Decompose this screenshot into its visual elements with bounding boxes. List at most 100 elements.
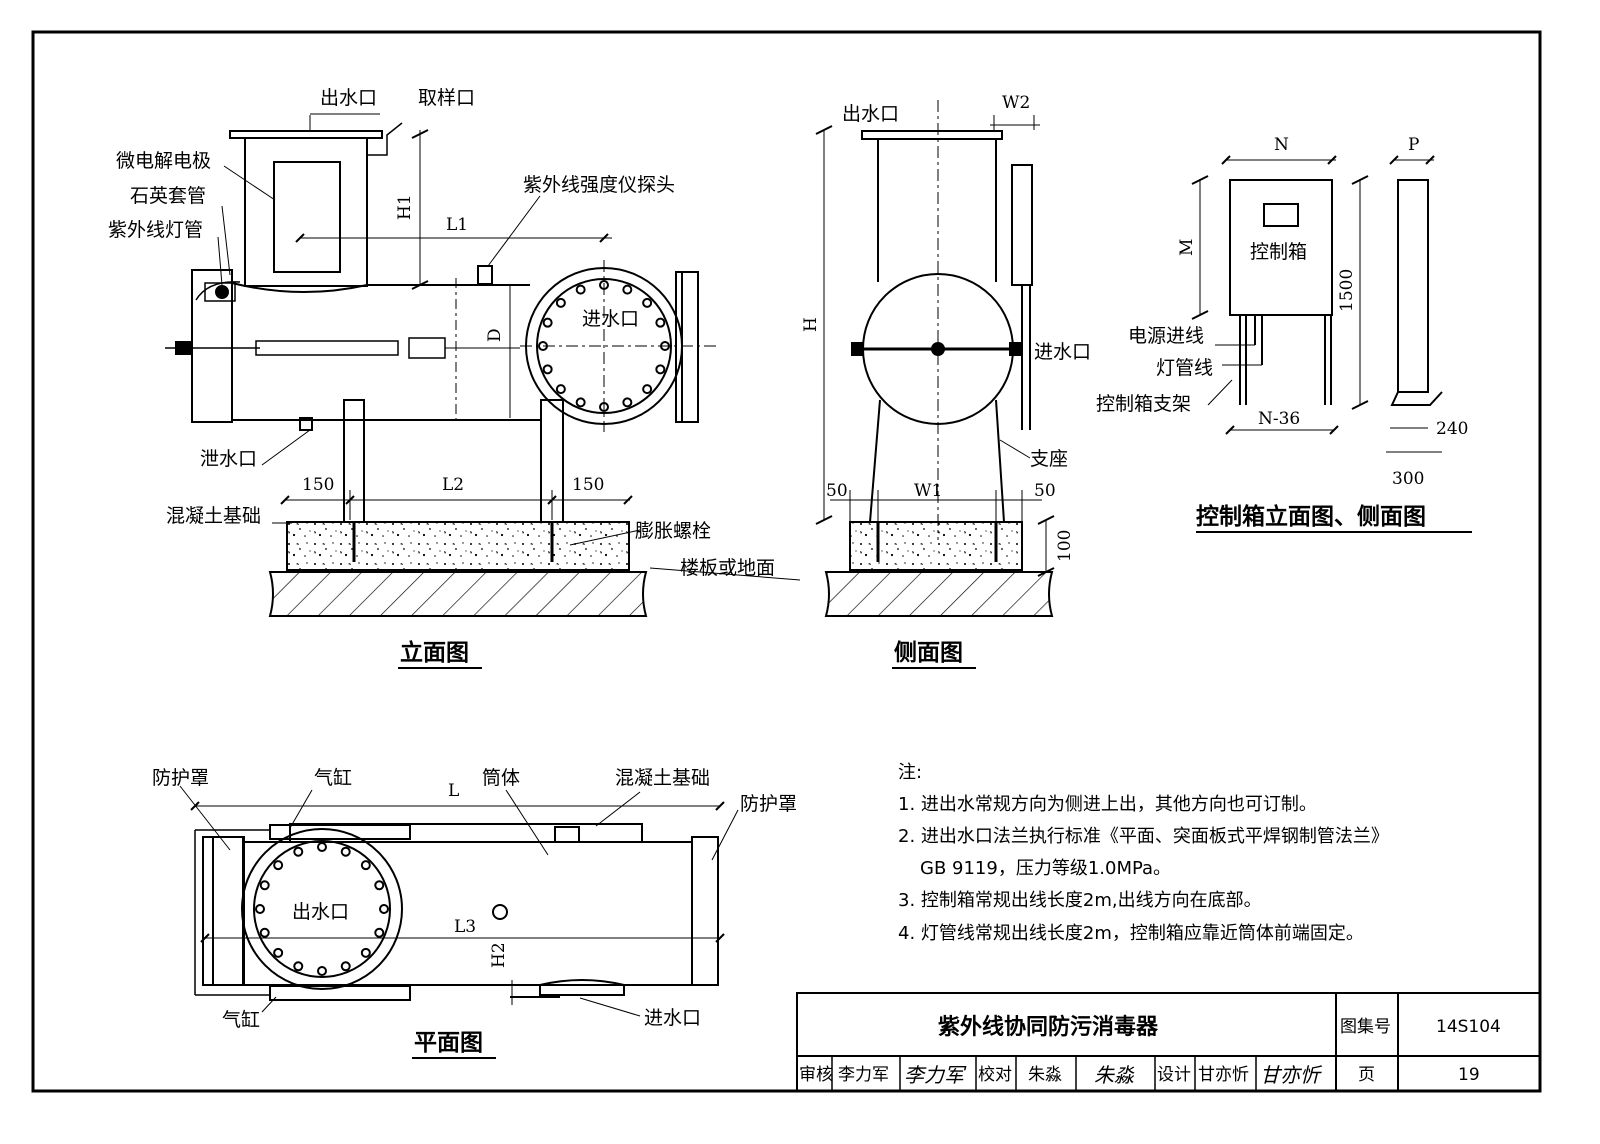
dim-50-right: 50 [1034,481,1056,501]
dim-W2: W2 [1002,93,1030,113]
side-labels: 出水口 W2 H 进水口 支座 50 W1 50 100 侧面图 [801,93,1091,669]
label-power-input: 电源进线 [1128,325,1204,347]
label-cylinder-top: 气缸 [314,767,352,789]
dim-1500: 1500 [1337,269,1357,312]
page-label: 页 [1358,1065,1375,1085]
flange-bolt-hole [542,364,553,375]
label-uv-lamp: 紫外线灯管 [108,219,203,241]
flange-bolt-hole [340,961,351,972]
dim-240: 240 [1436,419,1468,439]
dim-H: H [801,317,821,332]
note-line-3: GB 9119，压力等级1.0MPa。 [920,858,1171,879]
dim-L2: L2 [442,475,464,495]
note-line-1: 1. 进出水常规方向为侧进上出，其他方向也可订制。 [898,794,1317,815]
label-sampling-port: 取样口 [418,87,475,109]
label-foundation: 混凝土基础 [166,505,261,527]
flange-bolt-hole [360,947,371,958]
reviewer-signature: 李力军 [904,1063,967,1087]
dim-M: M [1177,239,1197,256]
dim-N: N [1274,135,1289,155]
flange-bolt-hole [599,280,609,290]
dim-L: L [448,781,459,801]
flange-bolt-hole [538,341,548,351]
plan-view [179,785,739,1017]
flange-bolt-hole [660,341,670,351]
note-line-4: 3. 控制箱常规出线长度2m,出线方向在底部。 [898,890,1262,911]
label-inlet: 进水口 [582,308,639,330]
dim-D: D [485,328,505,342]
flange-bolt-hole [317,966,327,976]
flange-bolt-hole [255,904,265,914]
flange-bolt-hole [575,284,586,295]
flange-bolt-hole [374,927,385,938]
dim-50-left: 50 [826,481,848,501]
title-block [796,992,1541,1092]
flange-bolt-hole [622,397,633,408]
side-label-outlet: 出水口 [842,103,899,125]
dim-150-right: 150 [572,475,604,495]
dim-100: 100 [1055,530,1075,562]
side-label-inlet: 进水口 [1034,341,1091,363]
outlet-flange-bolts [255,842,389,976]
label-cylinder-bottom: 气缸 [222,1009,260,1031]
label-drain: 泄水口 [200,448,257,470]
dim-P: P [1408,135,1419,155]
elevation-view [165,113,801,617]
flange-bolt-hole [555,297,566,308]
side-view [815,100,1055,617]
control-box-view [1191,155,1443,453]
flange-bolt-hole [293,846,304,857]
sheet-border [31,30,1542,1093]
notes: 注: 1. 进出水常规方向为侧进上出，其他方向也可订制。 2. 进出水口法兰执行… [898,762,1389,944]
plan-labels: 防护罩 气缸 筒体 混凝土基础 防护罩 L 出水口 L3 H2 气缸 进水口 平… [152,767,797,1059]
label-body: 筒体 [482,767,520,789]
control-box-title: 控制箱立面图、侧面图 [1196,503,1426,530]
page-number: 19 [1458,1065,1480,1085]
drawing-title: 紫外线协同防污消毒器 [938,1014,1159,1040]
dim-L1: L1 [446,215,468,235]
label-plan-outlet: 出水口 [292,901,349,923]
flange-bolt-hole [360,860,371,871]
design-label: 设计 [1157,1065,1191,1085]
dim-300: 300 [1392,469,1424,489]
flange-bolt-hole [273,860,284,871]
label-quartz-sleeve: 石英套管 [130,185,206,207]
label-uv-probe: 紫外线强度仪探头 [523,174,675,196]
label-plan-foundation: 混凝土基础 [615,767,710,789]
dim-H2: H2 [489,942,509,968]
elevation-title: 立面图 [400,639,469,666]
dim-150-left: 150 [302,475,334,495]
checker-signature: 朱淼 [1094,1063,1135,1087]
designer-name: 甘亦忻 [1198,1065,1249,1085]
atlas-number: 14S104 [1436,1017,1501,1037]
elevation-labels: 出水口 取样口 微电解电极 石英套管 紫外线灯管 紫外线强度仪探头 进水口 泄水… [108,87,775,669]
review-label: 审核 [799,1065,833,1085]
side-label-support: 支座 [1030,448,1068,470]
title-block-text: 紫外线协同防污消毒器 图集号 14S104 审核 李力军 李力军 校对 朱淼 朱… [799,1014,1501,1087]
label-control-box: 控制箱 [1250,241,1307,263]
flange-bolt-hole [374,880,385,891]
flange-bolt-hole [655,317,666,328]
dim-N-36: N-36 [1258,409,1300,429]
check-label: 校对 [978,1065,1012,1085]
flange-bolt-hole [642,297,653,308]
flange-bolt-hole [259,880,270,891]
flange-bolt-hole [575,397,586,408]
control-box-labels: N P M 控制箱 1500 电源进线 灯管线 控制箱支架 N-36 240 3… [1096,135,1472,533]
flange-bolt-hole [642,384,653,395]
reviewer-name: 李力军 [838,1065,889,1085]
notes-heading: 注: [898,762,922,783]
dim-H1: H1 [395,194,415,220]
flange-bolt-hole [542,317,553,328]
dim-W1: W1 [914,481,942,501]
label-outlet: 出水口 [320,87,377,109]
flange-bolt-hole [555,384,566,395]
flange-bolt-hole [622,284,633,295]
inlet-flange-bolts [538,280,670,412]
label-box-bracket: 控制箱支架 [1096,393,1191,415]
flange-bolt-hole [259,927,270,938]
label-guard-left: 防护罩 [152,767,209,789]
note-line-5: 4. 灯管线常规出线长度2m，控制箱应靠近筒体前端固定。 [898,923,1364,944]
designer-signature: 甘亦忻 [1260,1063,1323,1087]
